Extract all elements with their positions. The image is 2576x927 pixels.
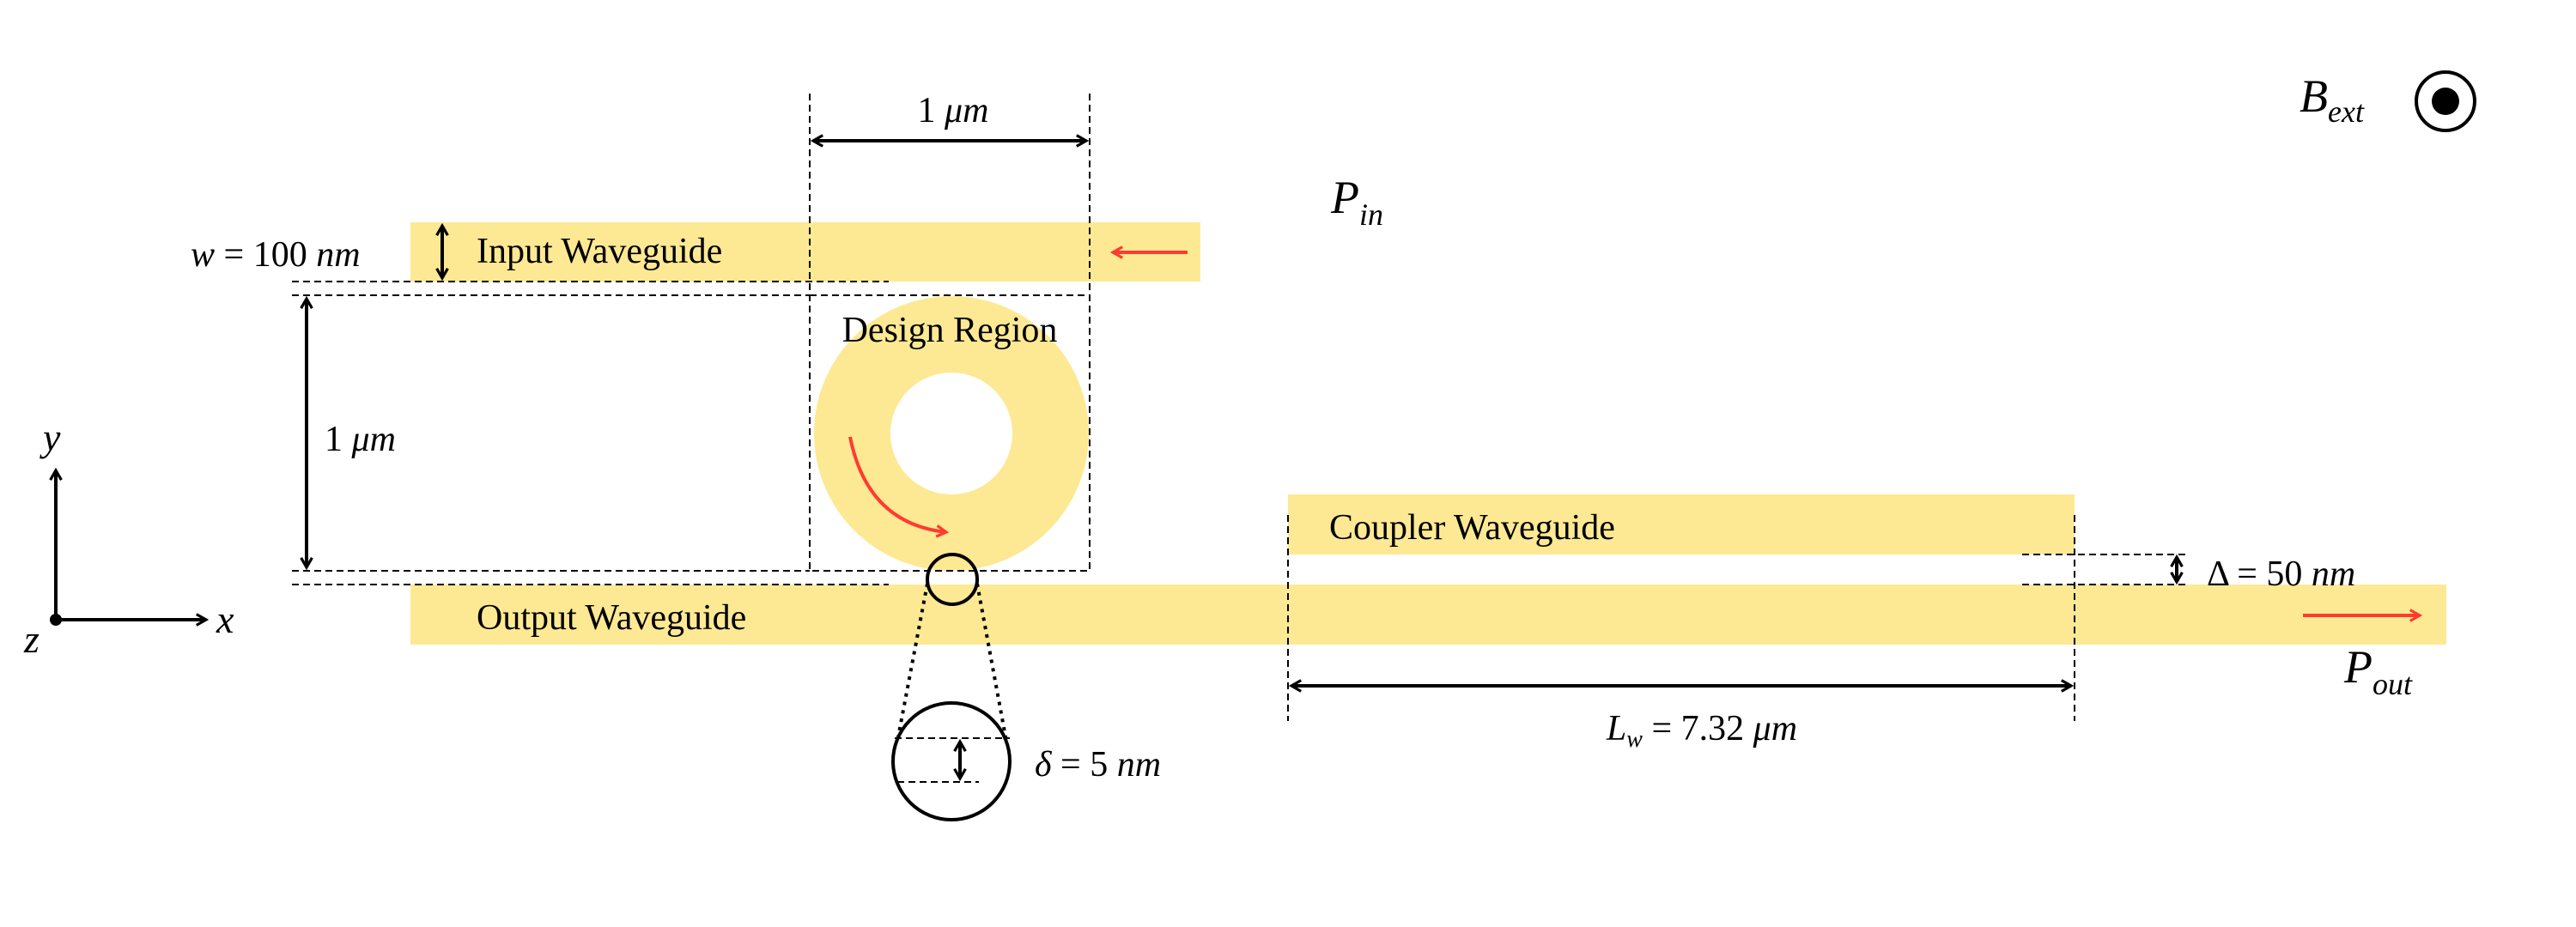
b-field-dot (2432, 88, 2459, 115)
b-field-label: Bext (2300, 70, 2365, 129)
design-region-box (809, 294, 1091, 572)
ring-circulation-arrow (848, 436, 950, 538)
coupler-gap-label: Δ = 50 nm (2207, 554, 2355, 594)
design-width-label: 1 μm (918, 91, 989, 130)
ring-gap-label: δ = 5 nm (1035, 745, 1161, 785)
z-axis-dot-icon (50, 614, 62, 626)
waveguide-width-label: w = 100 nm (191, 235, 361, 275)
output-waveguide-label: Output Waveguide (477, 598, 746, 638)
ring-hole (890, 373, 1012, 494)
gap-magnifier-small (926, 553, 979, 606)
design-region-label: Design Region (842, 311, 1058, 350)
b-field-out-of-page-icon (2415, 70, 2476, 132)
design-height-label: 1 μm (325, 420, 396, 459)
magnifier-right-line (975, 583, 1012, 760)
output-port-label: Pout (2343, 641, 2413, 701)
output-waveguide (410, 585, 2446, 645)
y-axis-label: y (39, 415, 61, 459)
magnifier-left-line (892, 583, 929, 760)
input-waveguide-label: Input Waveguide (477, 232, 722, 271)
z-axis-label: z (23, 617, 39, 661)
input-waveguide (410, 222, 1200, 282)
coupler-waveguide (1288, 494, 2075, 554)
coupler-waveguide-label: Coupler Waveguide (1329, 508, 1615, 548)
coupler-length-label: Lw = 7.32 μm (1606, 709, 1797, 753)
gap-magnifier-large (891, 701, 1012, 821)
x-axis-label: x (216, 597, 234, 641)
input-port-label: Pin (1330, 172, 1383, 232)
